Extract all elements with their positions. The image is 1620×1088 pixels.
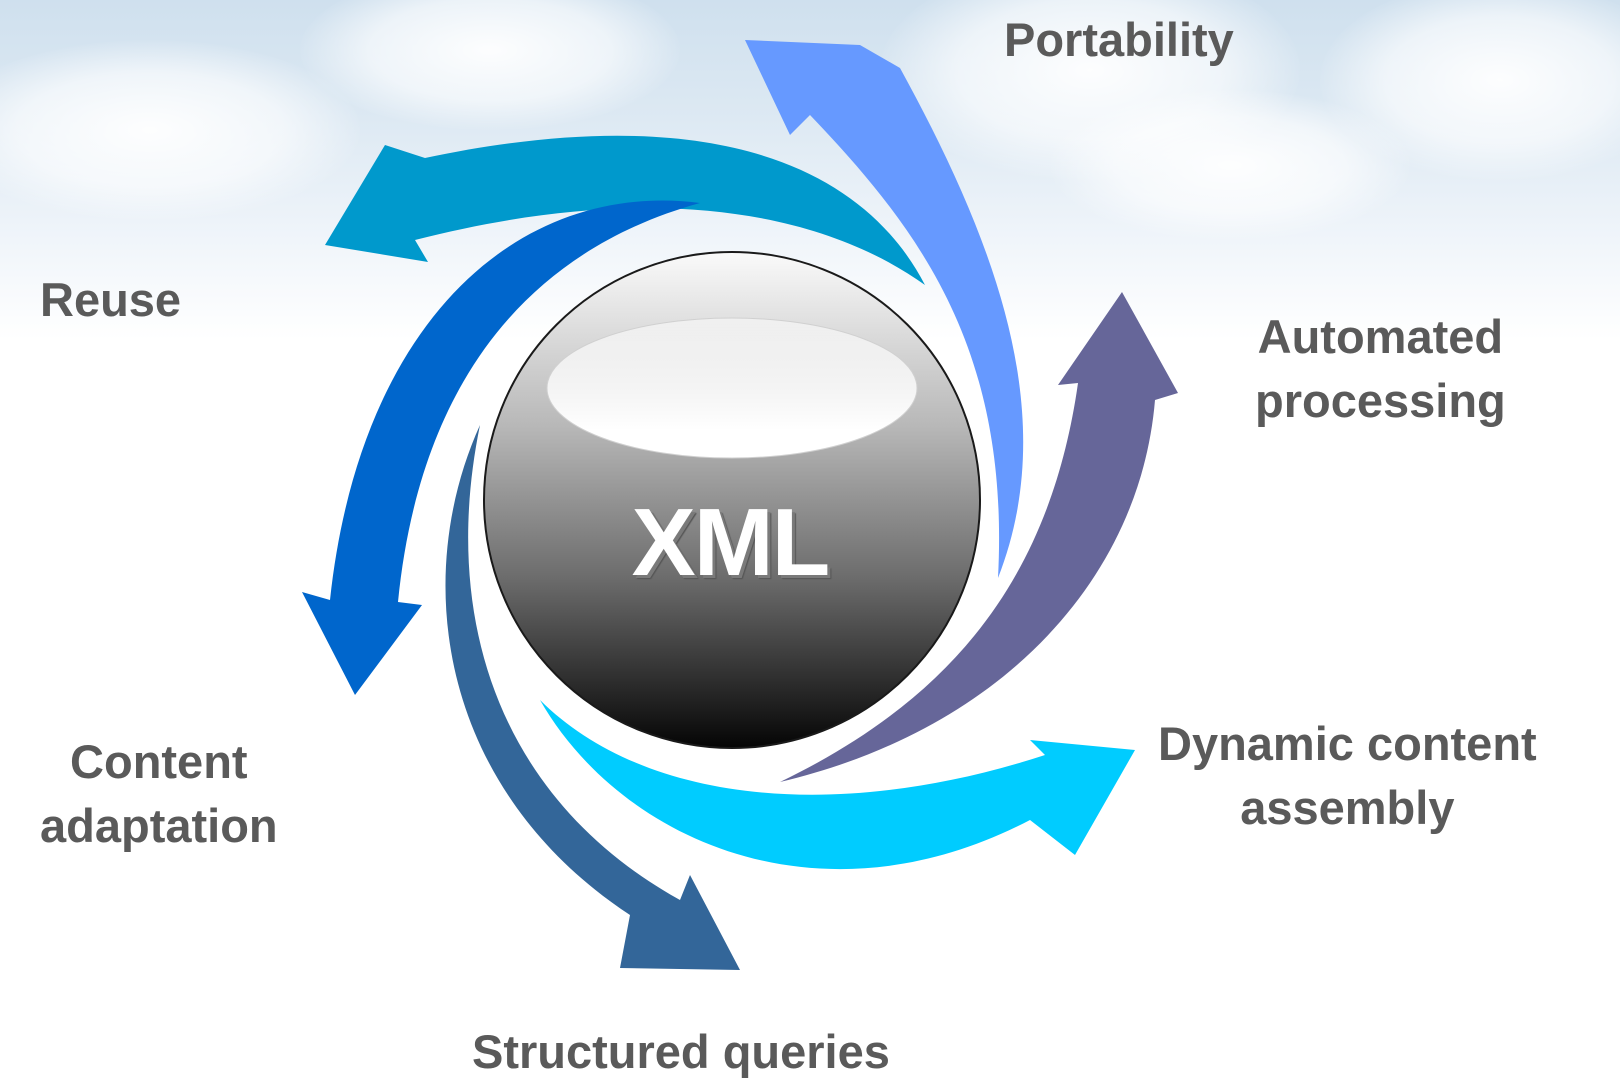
label-reuse: Reuse [40,273,182,326]
arrow-reuse [325,135,925,285]
arrow-dynamic [540,700,1135,870]
center-label: XML [631,489,831,596]
cloud [0,40,360,220]
arrow-portability [745,40,1024,578]
arrow-adaptation [302,200,700,696]
arrow-automated [780,292,1178,782]
sphere-highlight [546,317,918,459]
arrow-queries [445,425,740,970]
label-dynamic-content-assembly: Dynamic content assembly [1158,717,1537,834]
label-content-adaptation: Content adaptation [40,735,278,852]
cloud [300,0,680,130]
label-automated-processing: Automated processing [1255,310,1506,427]
cloud [1050,90,1410,240]
label-structured-queries: Structured queries [472,1025,890,1078]
label-portability: Portability [1004,13,1234,66]
